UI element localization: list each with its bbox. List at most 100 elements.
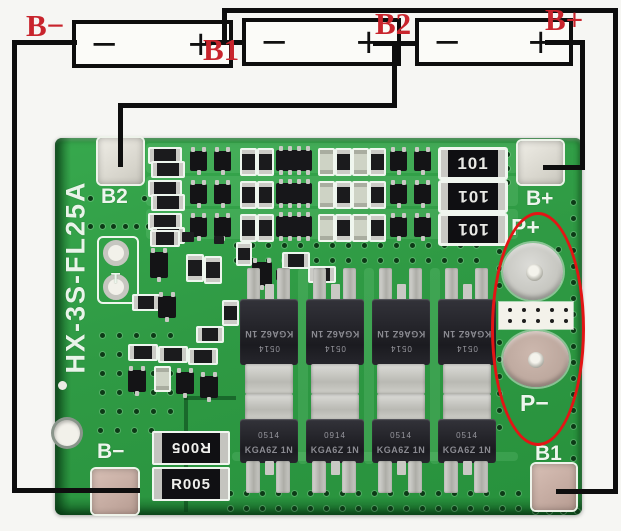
smd-resistor bbox=[151, 161, 185, 178]
via-dot bbox=[571, 232, 576, 237]
sot-lead bbox=[159, 292, 163, 297]
sot23-transistor bbox=[414, 184, 431, 204]
via-dot bbox=[276, 506, 281, 511]
terminal-label-b-minus: B− bbox=[26, 8, 65, 43]
sot23-transistor bbox=[390, 184, 407, 204]
smd-capacitor bbox=[352, 214, 369, 242]
mosfet-tab bbox=[443, 394, 491, 420]
mosfet-lead bbox=[277, 268, 290, 300]
via-dot bbox=[426, 258, 431, 263]
sot-lead bbox=[202, 147, 206, 152]
sot23-transistor bbox=[128, 370, 146, 392]
via-dot bbox=[134, 409, 139, 414]
sot-lead bbox=[207, 397, 211, 402]
via-dot bbox=[266, 243, 271, 248]
sense-resistor-101: 101 bbox=[438, 147, 508, 180]
via-dot bbox=[151, 409, 156, 414]
via-dot bbox=[260, 506, 265, 511]
via-dot bbox=[228, 491, 233, 496]
schematic-wire bbox=[392, 41, 397, 107]
via-dot bbox=[362, 243, 367, 248]
via-dot bbox=[324, 491, 329, 496]
mosfet-lead bbox=[445, 268, 458, 300]
smd-resistor bbox=[335, 148, 352, 176]
via-dot bbox=[372, 491, 377, 496]
ic-lead bbox=[306, 212, 310, 217]
smd-resistor bbox=[186, 254, 204, 282]
terminal-label-b2: B2 bbox=[375, 6, 412, 41]
sot-lead bbox=[202, 213, 206, 218]
via-dot bbox=[516, 506, 521, 511]
via-dot bbox=[330, 258, 335, 263]
via-dot bbox=[292, 491, 297, 496]
sot23-transistor bbox=[150, 252, 168, 278]
sot-lead bbox=[141, 366, 145, 371]
mosfet-marking: KGA6Z 1N bbox=[442, 329, 492, 339]
mosfet-marking: KGA6Z 1N bbox=[310, 329, 360, 339]
mosfet-lead bbox=[379, 268, 392, 300]
via-dot bbox=[308, 506, 313, 511]
via-dot bbox=[292, 506, 297, 511]
through-hole-1 bbox=[103, 240, 129, 266]
sot23-transistor bbox=[200, 376, 218, 398]
via-dot bbox=[436, 491, 441, 496]
mosfet-marking: 0914 bbox=[324, 431, 346, 440]
sot-lead bbox=[157, 277, 161, 282]
via-dot bbox=[100, 371, 105, 376]
mosfet-lead bbox=[378, 461, 392, 493]
via-dot bbox=[426, 243, 431, 248]
via-dot bbox=[340, 491, 345, 496]
via-dot bbox=[571, 408, 576, 413]
mosfet-tab bbox=[245, 364, 293, 394]
smd-capacitor bbox=[318, 214, 335, 242]
mosfet-marking: KGA6Z 1N bbox=[244, 329, 294, 339]
mosfet-tab bbox=[311, 364, 359, 394]
via-dot bbox=[516, 491, 521, 496]
ic-lead bbox=[306, 146, 310, 151]
via-dot bbox=[117, 371, 122, 376]
mosfet-lead bbox=[444, 461, 458, 493]
via-dot bbox=[98, 428, 103, 433]
via-dot bbox=[117, 333, 122, 338]
mosfet-lead bbox=[342, 461, 356, 493]
sot-lead bbox=[391, 213, 395, 218]
sot-lead bbox=[226, 147, 230, 152]
sot-lead bbox=[202, 180, 206, 185]
via-dot bbox=[452, 506, 457, 511]
via-dot bbox=[228, 506, 233, 511]
via-dot bbox=[260, 491, 265, 496]
schematic-wire bbox=[118, 103, 397, 108]
via-dot bbox=[100, 333, 105, 338]
smd-resistor bbox=[158, 346, 188, 363]
mosfet-lead bbox=[276, 461, 290, 493]
ic-lead bbox=[279, 146, 283, 151]
via-dot bbox=[571, 200, 576, 205]
via-dot bbox=[388, 491, 393, 496]
via-dot bbox=[250, 258, 255, 263]
via-dot bbox=[575, 509, 580, 514]
sot-lead bbox=[391, 180, 395, 185]
schematic-wire bbox=[545, 40, 585, 45]
via-dot bbox=[500, 491, 505, 496]
mosfet-marking: 0514 bbox=[456, 431, 478, 440]
via-dot bbox=[497, 249, 502, 254]
smd-resistor bbox=[196, 326, 224, 343]
smd-resistor bbox=[128, 344, 158, 361]
via-dot bbox=[88, 196, 93, 201]
sot23-transistor bbox=[414, 217, 431, 237]
via-dot bbox=[168, 409, 173, 414]
schematic-wire bbox=[613, 8, 618, 494]
via-dot bbox=[468, 491, 473, 496]
ic-lead bbox=[297, 146, 301, 151]
smd-resistor bbox=[236, 242, 252, 266]
via-dot bbox=[571, 424, 576, 429]
ic-lead bbox=[306, 179, 310, 184]
schematic-wire bbox=[222, 8, 227, 45]
